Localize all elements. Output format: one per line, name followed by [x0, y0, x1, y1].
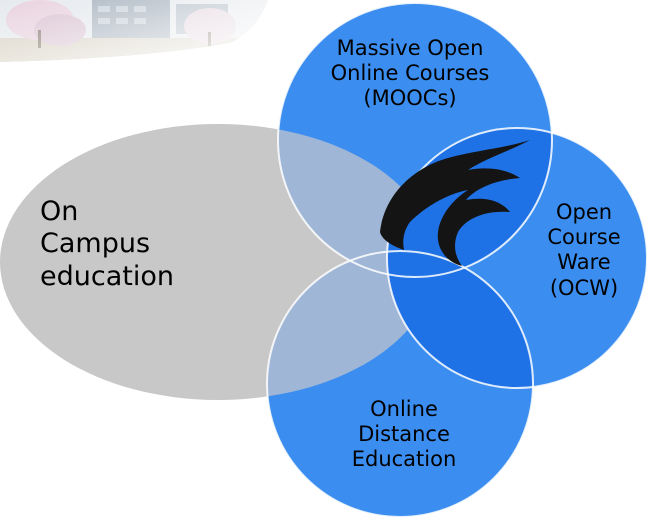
ode-line-1: Online: [370, 397, 438, 421]
on-campus-line-1: On: [40, 196, 79, 227]
ode-outline: [266, 250, 534, 518]
flame-logo-icon: [380, 140, 530, 266]
moocs-line-2: Online Courses: [330, 61, 490, 86]
moocs-line-1: Massive Open: [336, 36, 484, 60]
on-campus-line-2: Campus: [40, 228, 151, 260]
campus-photo: [0, 0, 268, 62]
moocs-outline: [277, 2, 553, 278]
ocw-label: Open Course Ware (OCW): [528, 200, 640, 301]
moocs-line-3: (MOOCs): [363, 86, 457, 111]
ocw-outline: [386, 127, 648, 389]
ocw-line-2: Course: [547, 225, 621, 250]
ocw-line-3: Ware: [557, 250, 611, 275]
on-campus-label: On Campus education: [40, 196, 220, 293]
ode-line-2: Distance: [358, 422, 450, 447]
ocw-line-1: Open: [555, 200, 613, 224]
ode-line-3: Education: [351, 447, 457, 472]
ocw-line-4: (OCW): [549, 275, 619, 300]
on-campus-line-3: education: [40, 260, 174, 292]
moocs-label: Massive Open Online Courses (MOOCs): [298, 36, 522, 112]
ode-label: Online Distance Education: [316, 397, 492, 473]
